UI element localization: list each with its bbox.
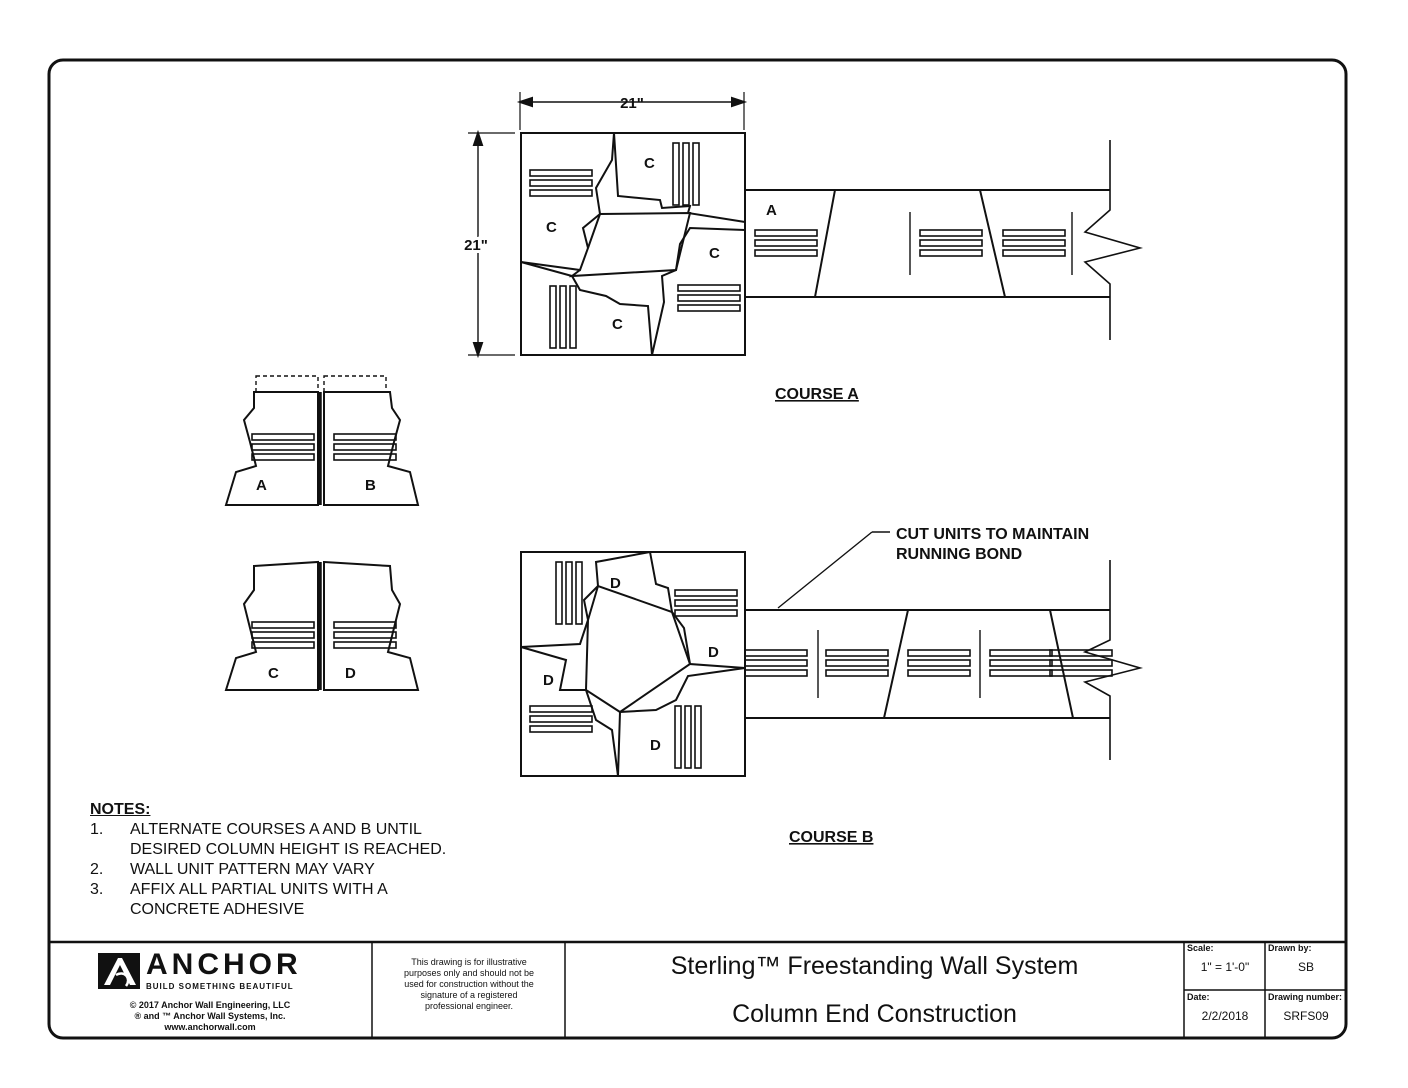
note-number: 1.	[90, 821, 104, 838]
unit-label: B	[365, 477, 376, 494]
unit-label: A	[256, 477, 267, 494]
date-label: Date:	[1187, 992, 1210, 1002]
disclaimer-line: used for construction without the	[404, 979, 534, 989]
brand-tagline: BUILD SOMETHING BEAUTIFUL	[146, 982, 294, 991]
note-item: 1. ALTERNATE COURSES A AND B UNTIL	[90, 820, 446, 840]
disclaimer-line: This drawing is for illustrative	[411, 957, 527, 967]
dim-height: 21"	[464, 237, 488, 254]
unit-label: A	[766, 202, 777, 219]
date-value: 2/2/2018	[1201, 1009, 1249, 1023]
unit-label: D	[708, 644, 719, 661]
course-b-drawing	[520, 531, 1144, 777]
course-b-label: COURSE B	[789, 829, 873, 846]
unit-label: C	[644, 155, 655, 172]
website-text: www.anchorwall.com	[164, 1022, 256, 1032]
course-a-label: COURSE A	[775, 386, 859, 403]
notes-heading: NOTES:	[90, 801, 151, 818]
cut-note-line2: RUNNING BOND	[896, 546, 1022, 563]
copyright: © 2017 Anchor Wall Engineering, LLC ® an…	[60, 1000, 360, 1033]
disclaimer-line: purposes only and should not be	[403, 968, 535, 978]
disclaimer-line: signature of a registered	[420, 990, 518, 1000]
title-block	[49, 940, 1346, 1038]
drawing-number-label: Drawing number:	[1268, 992, 1343, 1002]
drawing-subtitle: Column End Construction	[732, 1000, 1017, 1028]
unit-label: C	[709, 245, 720, 262]
note-text: CONCRETE ADHESIVE	[130, 901, 305, 918]
drawn-by-value: SB	[1297, 960, 1314, 974]
drawing-title: Sterling™ Freestanding Wall System	[670, 952, 1079, 980]
note-item: CONCRETE ADHESIVE	[90, 900, 446, 920]
note-text: DESIRED COLUMN HEIGHT IS REACHED.	[130, 841, 447, 858]
drawn-by-label: Drawn by:	[1268, 943, 1312, 953]
disclaimer: This drawing is for illustrative purpose…	[376, 957, 562, 1012]
note-number: 3.	[90, 881, 104, 898]
anchor-logo-icon	[98, 953, 140, 989]
unit-label: D	[650, 737, 661, 754]
unit-label: C	[546, 219, 557, 236]
note-item: 2. WALL UNIT PATTERN MAY VARY	[90, 860, 446, 880]
unit-label: D	[543, 672, 554, 689]
brand-name: ANCHOR	[146, 948, 302, 981]
scale-value: 1" = 1'-0"	[1200, 960, 1250, 974]
dim-width: 21"	[620, 95, 644, 112]
elevation-cd	[224, 560, 420, 691]
elevation-ab	[224, 375, 420, 506]
note-item: 3. AFFIX ALL PARTIAL UNITS WITH A	[90, 880, 446, 900]
unit-label: D	[345, 665, 356, 682]
unit-label: D	[610, 575, 621, 592]
note-item: DESIRED COLUMN HEIGHT IS REACHED.	[90, 840, 446, 860]
scale-label: Scale:	[1187, 943, 1214, 953]
note-number: 2.	[90, 861, 104, 878]
copyright-line: © 2017 Anchor Wall Engineering, LLC	[129, 1000, 291, 1010]
unit-label: C	[612, 316, 623, 333]
disclaimer-line: professional engineer.	[424, 1001, 514, 1011]
cut-note-line1: CUT UNITS TO MAINTAIN	[896, 526, 1089, 543]
unit-label: C	[268, 665, 279, 682]
drawing-number-value: SRFS09	[1283, 1009, 1329, 1023]
course-a-drawing	[468, 92, 1144, 359]
notes-block: NOTES: 1. ALTERNATE COURSES A AND B UNTI…	[90, 800, 446, 920]
copyright-line: ® and ™ Anchor Wall Systems, Inc.	[134, 1011, 286, 1021]
sheet-border	[47, 58, 1348, 1040]
note-text: AFFIX ALL PARTIAL UNITS WITH A	[130, 881, 388, 898]
note-text: ALTERNATE COURSES A AND B UNTIL	[130, 821, 422, 838]
note-text: WALL UNIT PATTERN MAY VARY	[130, 861, 375, 878]
